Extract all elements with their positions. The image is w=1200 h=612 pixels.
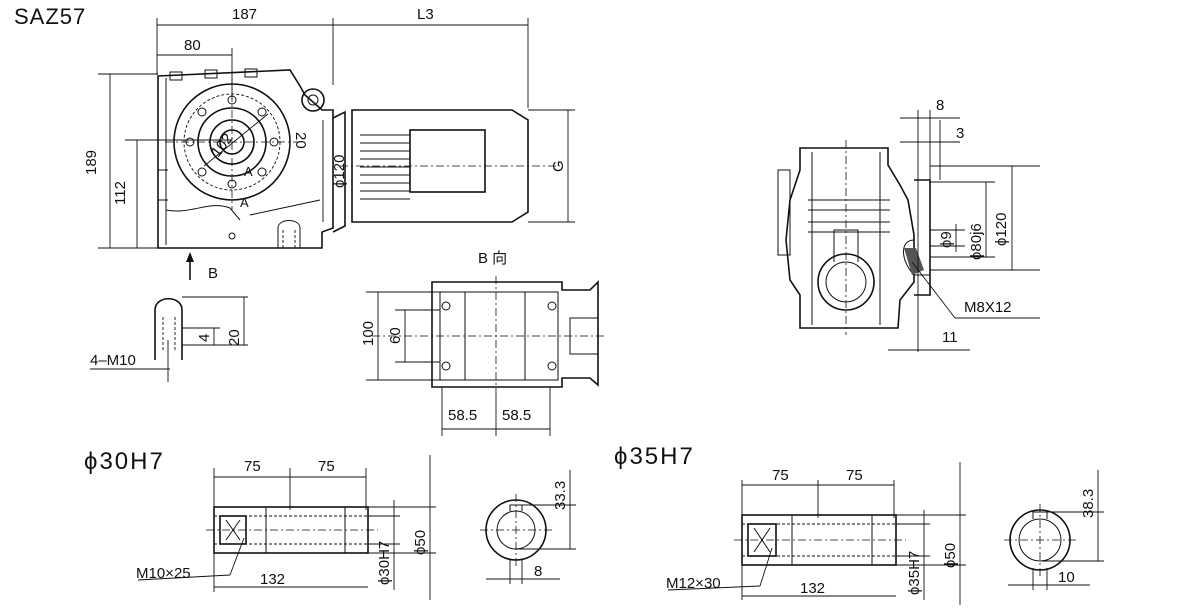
side-view: 8 3 ϕ9 ϕ80j6 ϕ120 M8X12 11 bbox=[777, 97, 1040, 352]
dim-l3-label: L3 bbox=[417, 6, 434, 23]
dim-60-label: 60 bbox=[387, 327, 404, 344]
dim-333-label: 33.3 bbox=[552, 481, 569, 510]
dim-10-label: 10 bbox=[1058, 569, 1075, 586]
side-view-edge bbox=[811, 152, 881, 325]
top-boss bbox=[169, 71, 183, 81]
shaft-30-view: ϕ30H7 75 75 ϕ30H7 ϕ50 132 M10×25 bbox=[84, 448, 576, 600]
terminal-box bbox=[409, 129, 486, 193]
bolt-hole bbox=[257, 107, 267, 117]
b-view-bolt bbox=[441, 301, 451, 311]
housing-rib bbox=[165, 199, 321, 221]
top-boss bbox=[244, 68, 258, 78]
dim-9-label: ϕ9 bbox=[938, 231, 955, 248]
leader-line bbox=[759, 547, 773, 587]
main-view: 187 L3 80 189 112 bbox=[83, 6, 575, 282]
top-boss bbox=[204, 69, 218, 79]
view-arrow-head bbox=[186, 252, 194, 262]
gearbox-housing bbox=[157, 69, 334, 249]
thread-label: 4–M10 bbox=[90, 352, 136, 369]
dim-g-label: G bbox=[550, 160, 567, 172]
drain-plug bbox=[228, 232, 236, 240]
dim-132-label: 132 bbox=[260, 571, 285, 588]
side-flange bbox=[914, 179, 931, 296]
dim-100-label: 100 bbox=[360, 321, 377, 346]
dim-80-label: 80 bbox=[184, 37, 201, 54]
adapter bbox=[332, 110, 346, 233]
dim-120-label: ϕ120 bbox=[331, 155, 348, 188]
cooling-fins bbox=[360, 134, 410, 200]
dim-383-label: 38.3 bbox=[1080, 489, 1097, 518]
dim-102-label: 102 bbox=[208, 130, 237, 160]
dim-35h7-label: ϕ35H7 bbox=[906, 551, 923, 595]
side-view-boss bbox=[777, 169, 791, 256]
dim-187-label: 187 bbox=[232, 6, 257, 23]
bolt-hole bbox=[197, 167, 207, 177]
side-view-neck bbox=[833, 229, 859, 262]
b-view-bolt bbox=[441, 361, 451, 371]
leader-line bbox=[137, 574, 231, 581]
dim-30h7-label: ϕ30H7 bbox=[376, 541, 393, 585]
thread-label: M10×25 bbox=[136, 565, 191, 582]
b-view-outline bbox=[431, 280, 599, 388]
b-view-title: B 向 bbox=[478, 250, 507, 267]
tap-detail-outline bbox=[154, 297, 183, 360]
bolt-hole bbox=[257, 167, 267, 177]
dim-585-left-label: 58.5 bbox=[448, 407, 477, 424]
shaft-35-view: ϕ35H7 75 75 ϕ35H7 ϕ50 132 M12×30 bbox=[614, 443, 1104, 605]
dim-3-label: 3 bbox=[956, 125, 964, 142]
side-view-housing bbox=[785, 147, 915, 329]
dim-4-label: 4 bbox=[196, 334, 213, 342]
b-view: B 向 100 60 58.5 58.5 bbox=[360, 250, 606, 436]
tap-detail-thread bbox=[162, 315, 176, 350]
dim-132-label: 132 bbox=[800, 580, 825, 597]
b-view-bolt bbox=[547, 301, 557, 311]
dim-75a-label: 75 bbox=[772, 467, 789, 484]
shaft-30-title: ϕ30H7 bbox=[84, 448, 165, 475]
dim-50-label: ϕ50 bbox=[412, 530, 429, 555]
dim-75a-label: 75 bbox=[244, 458, 261, 475]
dim-8-label: 8 bbox=[534, 563, 542, 580]
dim-75b-label: 75 bbox=[318, 458, 335, 475]
housing-detail bbox=[158, 169, 168, 201]
lifting-eye-hole bbox=[307, 94, 319, 106]
dim-75b-label: 75 bbox=[846, 467, 863, 484]
dim-80j6-label: ϕ80j6 bbox=[968, 223, 985, 260]
dim-50-label: ϕ50 bbox=[942, 543, 959, 568]
leader-line bbox=[911, 261, 956, 319]
view-arrow-label: B bbox=[208, 265, 218, 282]
tap-detail: 4 20 4–M10 bbox=[90, 296, 248, 382]
lifting-eye bbox=[301, 88, 325, 112]
tap-boss bbox=[277, 220, 301, 248]
leader-line bbox=[667, 585, 761, 591]
dim-585-right-label: 58.5 bbox=[502, 407, 531, 424]
b-view-bolt bbox=[547, 361, 557, 371]
bolt-hole bbox=[197, 107, 207, 117]
leader-line bbox=[229, 537, 245, 576]
dim-120-label: ϕ120 bbox=[993, 213, 1010, 246]
thread-label: M8X12 bbox=[964, 299, 1012, 316]
end-screw bbox=[747, 523, 777, 557]
dim-20-label: 20 bbox=[292, 132, 309, 149]
seal-section bbox=[904, 248, 924, 275]
shaft-35-title: ϕ35H7 bbox=[614, 443, 695, 470]
dim-20-label: 20 bbox=[226, 329, 243, 346]
dim-11-label: 11 bbox=[942, 329, 958, 346]
tap-hole bbox=[282, 228, 296, 248]
side-view-ribs bbox=[808, 199, 890, 233]
drawing-title: SAZ57 bbox=[14, 4, 86, 29]
dim-line-102 bbox=[203, 113, 269, 167]
dim-112-label: 112 bbox=[112, 181, 129, 205]
section-mark-a: A bbox=[240, 195, 249, 210]
thread-label: M12×30 bbox=[666, 575, 721, 592]
dim-8-label: 8 bbox=[936, 97, 944, 114]
dim-189-label: 189 bbox=[83, 150, 100, 175]
motor-body bbox=[351, 109, 529, 223]
section-mark-a: A bbox=[244, 164, 253, 179]
side-flange-seal bbox=[903, 239, 930, 276]
